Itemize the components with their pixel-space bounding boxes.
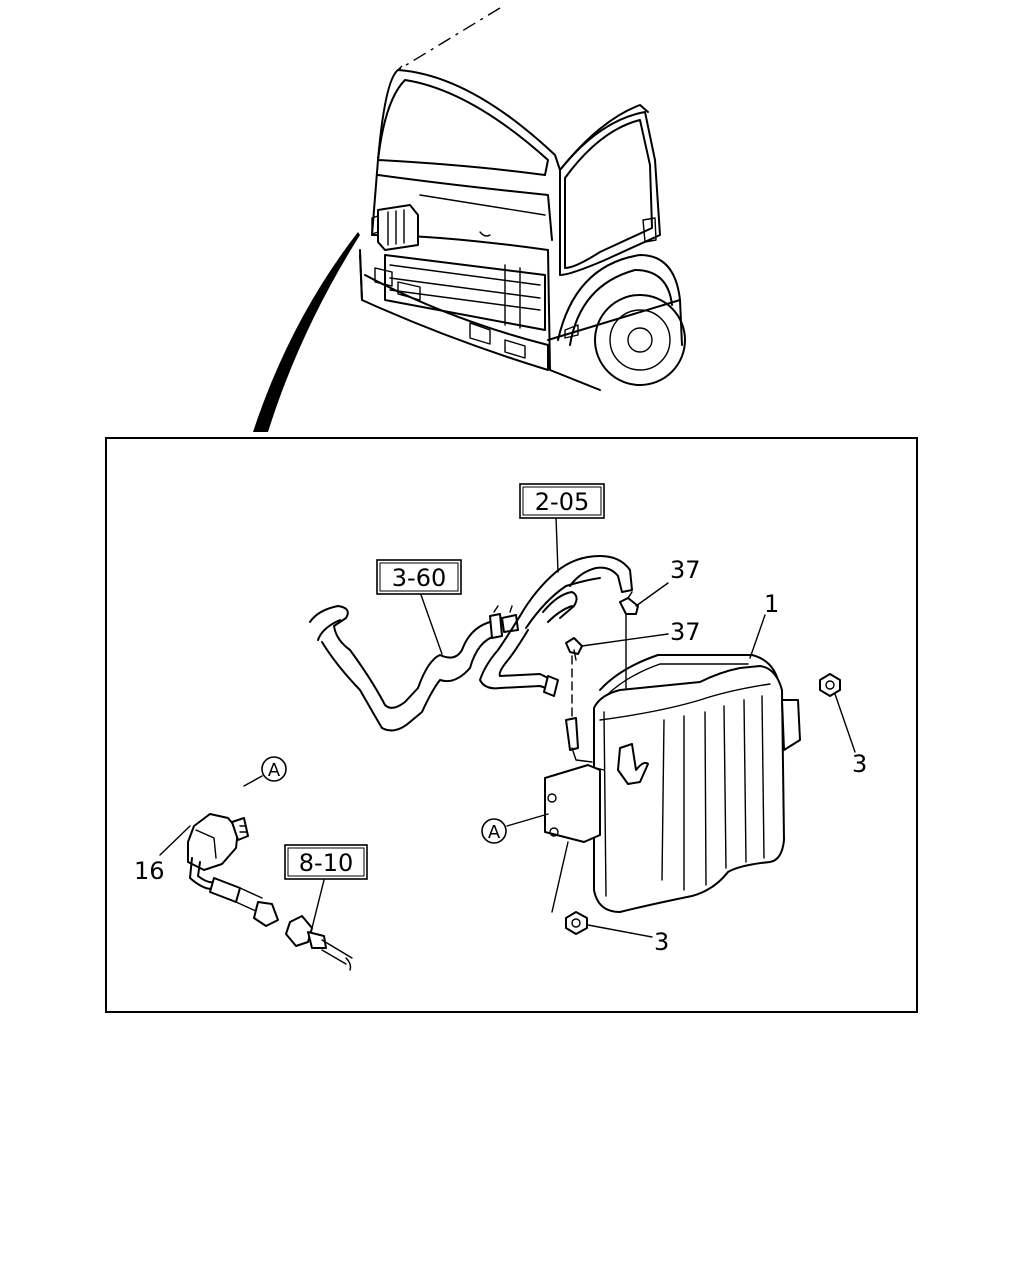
nut-lower xyxy=(565,911,588,935)
part-number-1: 1 xyxy=(764,590,779,618)
part-number-37-lower: 37 xyxy=(670,618,701,646)
leader-lines xyxy=(159,516,856,938)
ref-label-3-60: 3-60 xyxy=(392,564,446,592)
part-number-3-upper: 3 xyxy=(852,750,867,778)
hose-assembly xyxy=(309,555,633,732)
clip-upper xyxy=(619,591,639,615)
detail-pointer xyxy=(253,232,360,432)
level-sensor xyxy=(187,813,279,927)
marker-a-bracket: A xyxy=(481,818,507,844)
ref-box-3-60: 3-60 xyxy=(376,559,462,595)
truck-cab-illustration xyxy=(359,7,686,391)
clip-lower xyxy=(565,637,583,661)
ref-label-2-05: 2-05 xyxy=(535,488,589,516)
part-number-37-upper: 37 xyxy=(670,556,701,584)
reservoir-tank xyxy=(544,654,801,913)
nut-upper xyxy=(819,673,841,697)
marker-a-connector: A xyxy=(261,756,287,782)
harness-connector xyxy=(285,915,353,971)
detail-frame xyxy=(105,437,918,1013)
ref-box-2-05: 2-05 xyxy=(519,483,605,519)
ref-box-8-10: 8-10 xyxy=(284,844,368,880)
svg-text:A: A xyxy=(268,760,281,781)
ref-label-8-10: 8-10 xyxy=(299,849,353,877)
svg-text:A: A xyxy=(488,822,501,843)
part-number-3-lower: 3 xyxy=(654,928,669,956)
part-number-16: 16 xyxy=(134,857,165,885)
